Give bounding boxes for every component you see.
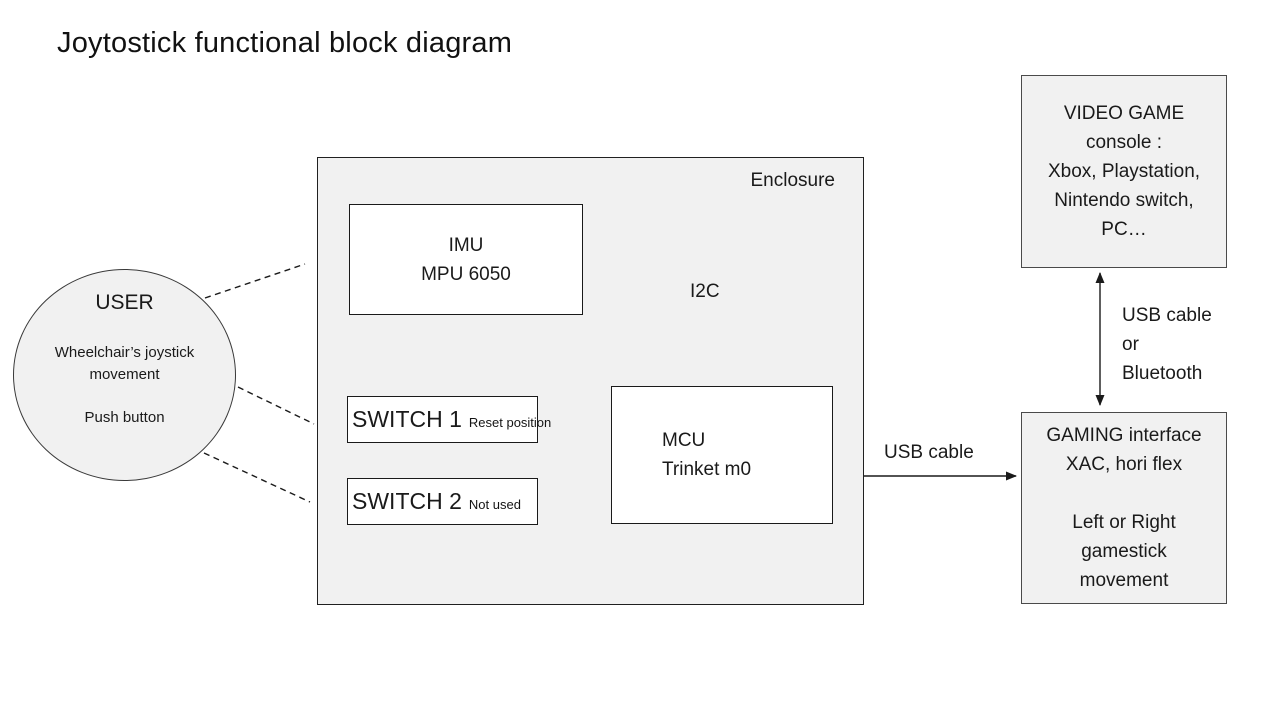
i2c-label: I2C xyxy=(690,281,720,302)
video-game-console-node: VIDEO GAME console : Xbox, Playstation, … xyxy=(1021,75,1227,268)
imu-part: MPU 6050 xyxy=(421,263,511,285)
switch1-node: SWITCH 1 Reset position xyxy=(347,396,551,443)
user-node: USER Wheelchair’s joystick movement Push… xyxy=(13,269,236,481)
video-game-line2: console : xyxy=(1085,132,1163,153)
switch1-label: SWITCH 1 xyxy=(352,406,462,432)
gaming-line4: gamestick xyxy=(1081,541,1167,562)
user-capability-joystick: Wheelchair’s joystick movement xyxy=(54,344,195,383)
switch2-note: Not used xyxy=(468,496,521,512)
gaming-line5: movement xyxy=(1079,570,1169,591)
user-capability-push-button: Push button xyxy=(84,409,165,426)
gaming-line2: XAC, hori flex xyxy=(1065,454,1183,475)
mcu-part: Trinket m0 xyxy=(662,459,752,480)
user-node-heading: USER xyxy=(95,291,154,314)
user-switch1-dashed-line xyxy=(237,386,315,425)
enclosure-node: Enclosure xyxy=(317,157,864,605)
mcu-node: MCU Trinket m0 xyxy=(611,386,833,524)
switch1-note: Reset position xyxy=(468,414,552,430)
gaming-line-blank xyxy=(1022,479,1226,508)
video-game-line3: Xbox, Playstation, xyxy=(1047,161,1201,182)
console-link-line1: USB cable xyxy=(1122,305,1212,326)
diagram-title: Joytostick functional block diagram xyxy=(57,27,513,59)
video-game-line1: VIDEO GAME xyxy=(1063,103,1185,124)
console-link-label: USB cable or Bluetooth xyxy=(1122,301,1212,388)
switch2-node: SWITCH 2 Not used xyxy=(347,478,538,525)
gaming-line3: Left or Right xyxy=(1072,512,1176,533)
enclosure-label: Enclosure xyxy=(750,170,836,191)
console-link-line2: or xyxy=(1122,334,1139,355)
video-game-line5: PC… xyxy=(1101,219,1147,240)
switch2-label: SWITCH 2 xyxy=(352,488,462,514)
usb-cable-label: USB cable xyxy=(884,442,974,463)
video-game-line4: Nintendo switch, xyxy=(1054,190,1194,211)
console-link-line3: Bluetooth xyxy=(1122,363,1203,384)
user-switch2-dashed-line xyxy=(203,452,311,503)
imu-node: IMU MPU 6050 xyxy=(349,204,583,315)
mcu-name: MCU xyxy=(662,430,706,451)
gaming-interface-node: GAMING interface XAC, hori flex Left or … xyxy=(1021,412,1227,604)
imu-name: IMU xyxy=(448,234,484,256)
gaming-line1: GAMING interface xyxy=(1046,425,1202,446)
